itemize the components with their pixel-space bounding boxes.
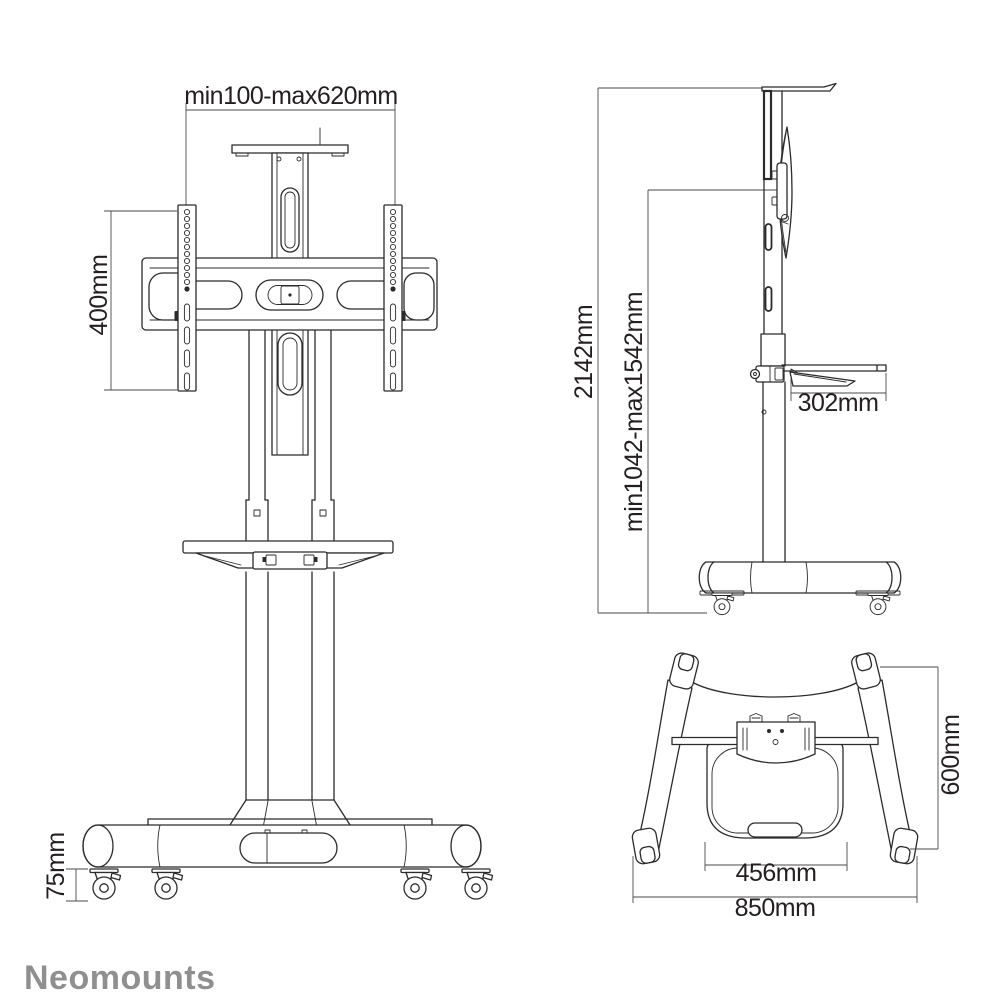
clamp-knob [749,713,763,723]
top-plate [231,144,349,154]
dim-caster-height: 75mm [42,832,88,902]
vesa-plate-side [776,162,788,220]
dim-base-depth-label: 600mm [937,715,965,796]
lift-tubes [245,329,335,801]
column-slot-upper [280,187,300,253]
dim-bracket-width-label: min100-max620mm [184,82,397,110]
caster [711,592,735,616]
clamp-knob [787,713,801,723]
shelf-top [706,742,844,839]
mount-plate-top [736,713,816,764]
legs-top [631,652,919,865]
caster-box [631,827,661,865]
dim-shelf-depth-label: 302mm [798,389,879,417]
base-front-edge [691,681,859,698]
caster [151,868,184,900]
shelf-handle [747,822,803,838]
base-handle [239,832,338,864]
shelf-front [182,540,394,570]
base-side [698,561,902,596]
dim-shelf-width-label: 456mm [736,859,817,887]
caster [400,868,433,900]
dim-bracket-height-label: 400mm [85,255,113,336]
base-front [82,799,482,868]
dim-screen-height-range-label: min1042-max1542mm [620,292,648,532]
dim-screen-height-range: min1042-max1542mm [620,189,778,613]
caster-box [851,652,881,690]
caster [461,868,494,900]
front-view: min100-max620mm [42,82,494,902]
dim-base-width-label: 850mm [735,894,816,922]
dim-shelf-depth: 302mm [790,373,887,417]
top-plate-side [761,82,837,92]
rail-bracket-side [762,89,773,181]
caster [89,868,122,900]
tv-panel-side [771,126,793,259]
brand-logo-text: Neomounts [24,959,216,997]
dim-total-height-label: 2142mm [570,305,598,399]
crossbar-slot-center [255,279,324,311]
dim-base-depth: 600mm [880,666,965,850]
leg-left [635,679,693,854]
column-slot-lower [277,332,303,396]
pole-side [760,82,837,563]
leg-right [857,679,915,854]
dim-base-width: 850mm [632,856,918,922]
dim-shelf-width: 456mm [704,842,848,887]
caster [867,592,891,616]
shelf-side [749,364,887,387]
caster-box [669,652,699,690]
vesa-rail-right [383,204,406,392]
side-view: 2142mm min1042-max1542mm [570,82,902,616]
dim-bracket-width: min100-max620mm [184,82,398,207]
dim-caster-height-label: 75mm [42,832,70,899]
dim-total-height: 2142mm [570,87,763,614]
caster-box [889,827,919,865]
top-view: 600mm 456mm 850mm [631,652,965,922]
vesa-rail-left [174,204,197,392]
dim-bracket-height: 400mm [85,210,177,391]
